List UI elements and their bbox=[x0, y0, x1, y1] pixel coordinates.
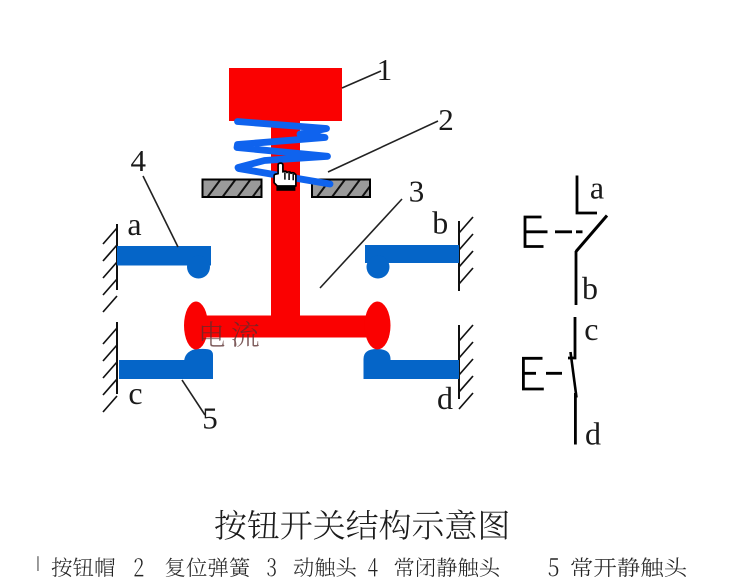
svg-text:c: c bbox=[584, 311, 598, 347]
svg-text:d: d bbox=[585, 416, 601, 452]
svg-text:a: a bbox=[590, 170, 604, 206]
svg-text:2: 2 bbox=[438, 102, 454, 137]
svg-text:5: 5 bbox=[202, 401, 218, 436]
svg-text:b: b bbox=[432, 205, 448, 241]
svg-text:1: 1 bbox=[377, 52, 393, 87]
svg-text:c: c bbox=[128, 375, 142, 411]
svg-text:4: 4 bbox=[130, 143, 146, 178]
svg-text:b: b bbox=[582, 270, 598, 306]
svg-text:3: 3 bbox=[409, 174, 425, 209]
svg-text:d: d bbox=[437, 380, 453, 416]
svg-text:a: a bbox=[127, 206, 141, 242]
